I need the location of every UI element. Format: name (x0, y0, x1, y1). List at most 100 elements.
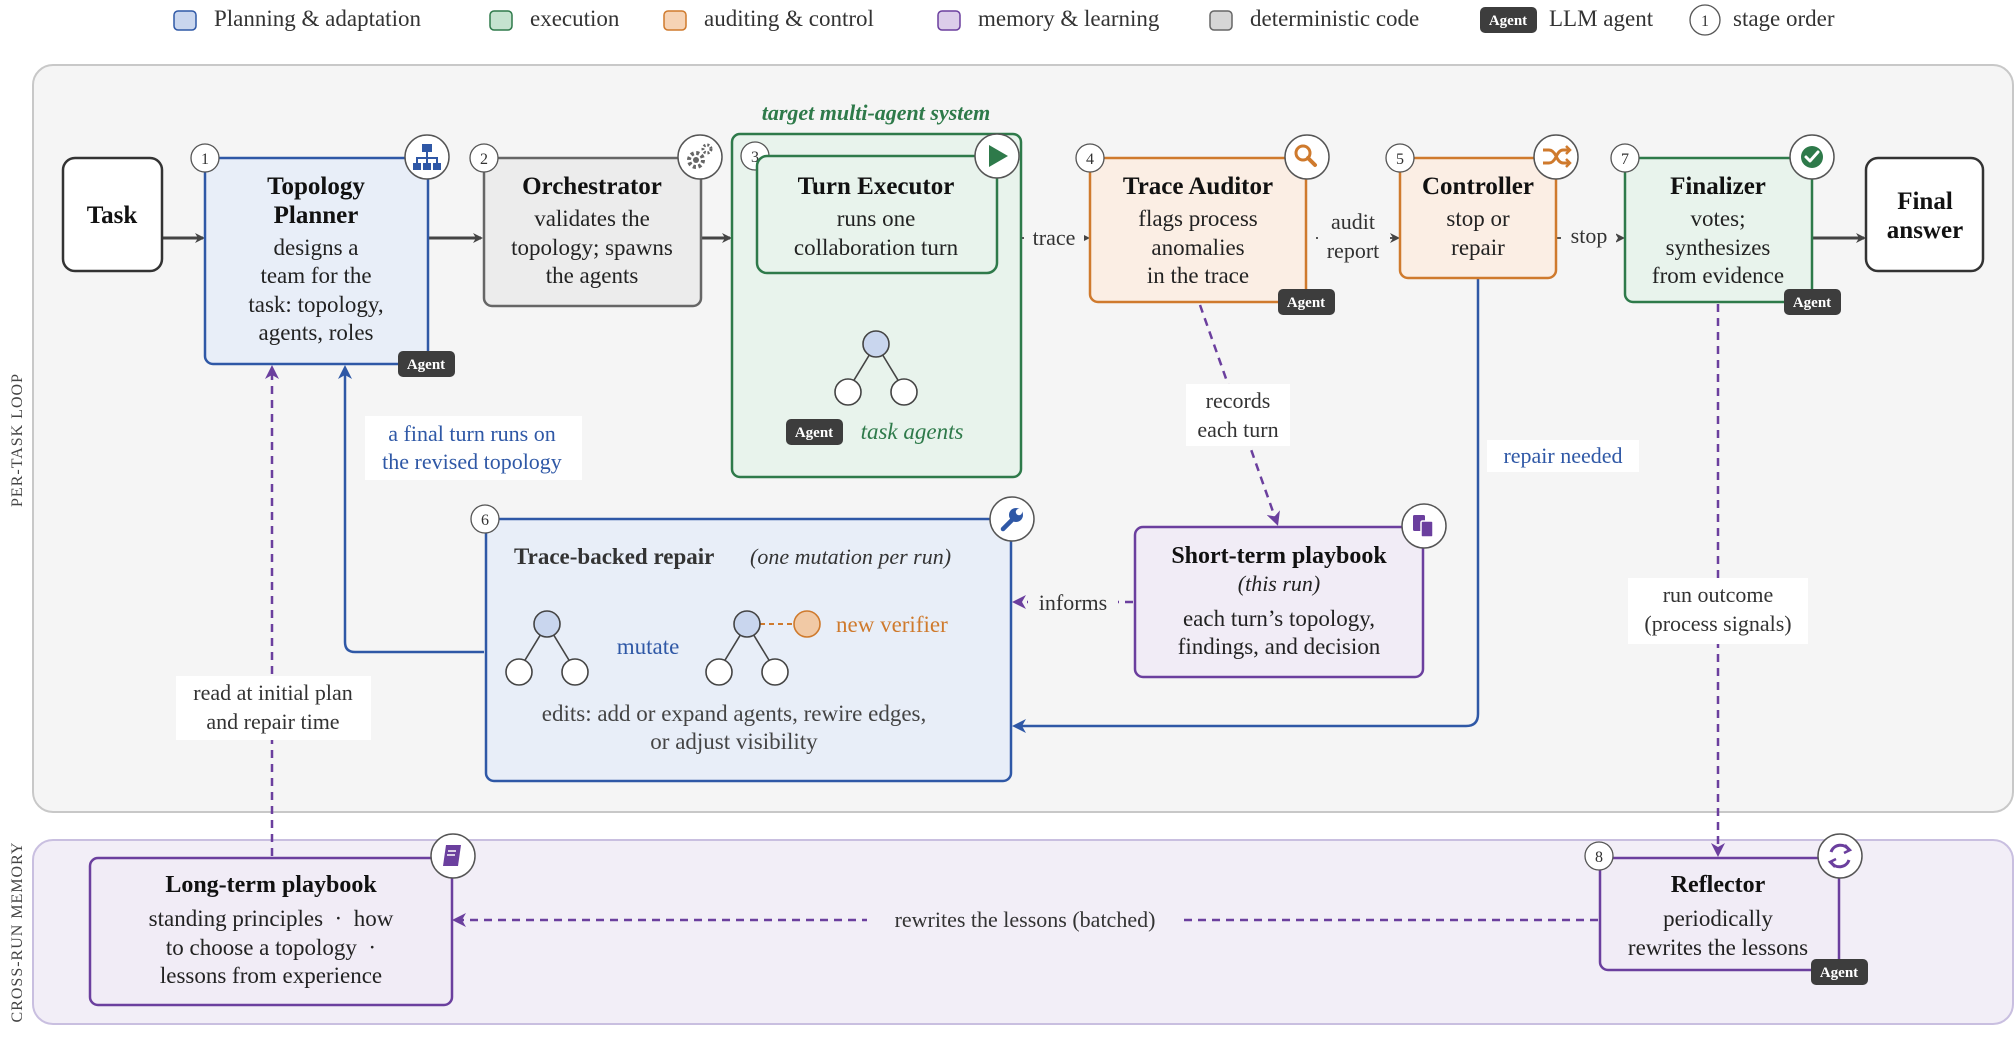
short-playbook-body-1: each turn’s topology, (1183, 606, 1375, 631)
finalizer-body-1: votes; (1691, 206, 1746, 231)
label-audit: audit (1331, 209, 1375, 234)
controller-body-1: stop or (1446, 206, 1510, 231)
planner-body-3: task: topology, (248, 292, 383, 317)
task-node: Task (61, 156, 164, 273)
label-bg-run-outcome (1628, 578, 1808, 644)
repair-new-verifier-label: new verifier (836, 612, 948, 637)
stage-badge (1385, 143, 1415, 173)
orchestrator-body-1: validates the (534, 206, 650, 231)
legend-agent-badge (1480, 7, 1537, 33)
refresh-icon (1827, 843, 1853, 869)
legend-stage-badge-text: 1 (1701, 13, 1709, 30)
short-playbook-subtitle: (this run) (1238, 571, 1321, 596)
executor-title: Turn Executor (798, 173, 955, 200)
legend-planning: Planning & adaptation (214, 6, 421, 31)
agent-badge (1784, 289, 1841, 315)
auditor-body-1: flags process (1138, 206, 1257, 231)
legend-swatch-deterministic (1209, 10, 1233, 31)
agent-badge-text: Agent (1820, 965, 1858, 981)
planner-body-2: team for the (260, 263, 371, 288)
stage-number: 4 (1086, 151, 1094, 168)
label-bg-repair-needed (1487, 440, 1639, 472)
executor-body-1: runs one (837, 206, 916, 231)
finalizer-title: Finalizer (1670, 173, 1766, 200)
label-informs: informs (1039, 590, 1107, 615)
legend-agent-badge-text: Agent (1489, 13, 1527, 29)
agent-badge (1278, 289, 1335, 315)
legend-deterministic: deterministic code (1250, 6, 1419, 31)
label-bg-informs (1028, 588, 1118, 616)
legend-swatch-memory (937, 10, 961, 31)
label-bg-read-plan (176, 676, 371, 740)
label-repair-needed: repair needed (1503, 443, 1622, 468)
legend-stage: stage order (1733, 6, 1835, 31)
label-bg-stop (1562, 222, 1616, 250)
reflector-title: Reflector (1671, 872, 1766, 898)
reflector-body-2: rewrites the lessons (1628, 935, 1808, 960)
controller-body-2: repair (1451, 235, 1505, 260)
wrench-icon (1000, 508, 1023, 532)
short-playbook-body-2: findings, and decision (1178, 634, 1381, 659)
label-bg-records (1186, 384, 1290, 446)
label-records: records (1206, 388, 1271, 413)
controller-node: 5 Controller stop or repair (1385, 134, 1579, 280)
book-icon (443, 845, 461, 866)
legend-swatch-execution (489, 10, 513, 31)
tree-before-icon (505, 610, 589, 686)
long-term-playbook-node: Long-term playbook standing principles ·… (88, 833, 476, 1007)
shuffle-icon (1543, 145, 1572, 168)
stage-number: 7 (1621, 151, 1629, 168)
stage-badge (1584, 841, 1614, 871)
turn-executor-node: Turn Executor runs one collaboration tur… (755, 154, 999, 275)
repair-subtitle: (one mutation per run) (750, 544, 951, 569)
stage-badge (190, 143, 220, 173)
agent-badge-text: Agent (795, 425, 833, 441)
final-answer-title-2: answer (1887, 217, 1963, 244)
long-playbook-title: Long-term playbook (165, 872, 377, 898)
agent-badge-text: Agent (407, 357, 445, 373)
orchestrator-body-3: the agents (546, 263, 639, 288)
repair-edits-1: edits: add or expand agents, rewire edge… (542, 701, 926, 726)
stage-number: 2 (480, 151, 488, 168)
short-term-playbook-node: Short-term playbook (this run) each turn… (1133, 503, 1447, 679)
stage-number: 3 (751, 149, 759, 166)
legend-swatch-auditing (663, 10, 687, 31)
label-read-plan-2: and repair time (206, 709, 339, 734)
per-task-label: PER-TASK LOOP (9, 373, 26, 507)
target-system-label: target multi-agent system (762, 100, 991, 125)
planner-title-1: Topology (267, 173, 365, 200)
trace-backed-repair-node: 6 Trace-backed repair (one mutation per … (470, 496, 1035, 783)
label-trace: trace (1033, 225, 1076, 250)
legend-swatch-planning (173, 10, 197, 31)
label-bg-rewrites (867, 904, 1183, 936)
edge-repair-planner (338, 365, 484, 654)
stage-number: 5 (1396, 151, 1404, 168)
label-bg-audit-report (1318, 205, 1390, 269)
orchestrator-title: Orchestrator (522, 173, 662, 200)
legend: Planning & adaptation execution auditing… (173, 4, 1835, 36)
planner-body-1: designs a (274, 235, 359, 260)
auditor-body-2: anomalies (1151, 235, 1244, 260)
final-answer-title-1: Final (1897, 188, 1953, 215)
executor-body-2: collaboration turn (794, 235, 959, 260)
label-report: report (1327, 238, 1380, 263)
edge-controller-repair (1012, 278, 1480, 733)
repair-edits-2: or adjust visibility (650, 729, 818, 754)
label-read-plan-1: read at initial plan (193, 680, 352, 705)
edge-labels: trace audit report stop records each tur… (176, 205, 1808, 936)
label-final-turn-2: the revised topology (382, 449, 562, 474)
label-bg-trace (1024, 224, 1084, 252)
stage-badge (470, 504, 500, 534)
target-system-container: target multi-agent system 3 Turn Executo… (730, 100, 1023, 479)
trace-auditor-node: 4 Trace Auditor flags process anomalies … (1075, 134, 1335, 315)
label-rewrites: rewrites the lessons (batched) (895, 907, 1156, 932)
legend-stage-badge (1689, 4, 1721, 36)
tree-after-icon (705, 610, 821, 686)
stage-number: 1 (201, 151, 209, 168)
short-playbook-title: Short-term playbook (1171, 543, 1387, 569)
agent-badge (786, 419, 843, 445)
label-bg-final-turn (365, 416, 582, 480)
play-icon (989, 145, 1008, 167)
legend-agent: LLM agent (1549, 6, 1654, 31)
auditor-title: Trace Auditor (1123, 173, 1273, 200)
